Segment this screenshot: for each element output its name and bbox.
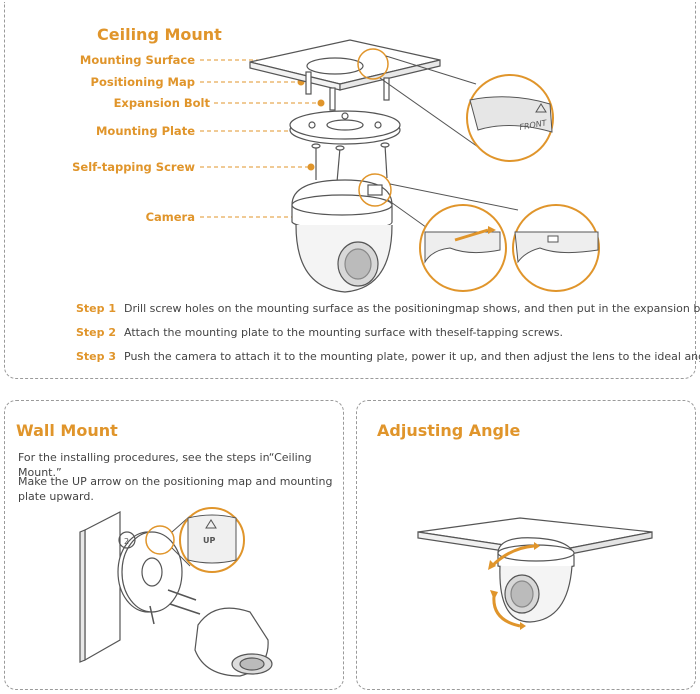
wall-mount-line2: Make the UP arrow on the positioning map… — [18, 475, 333, 503]
ceiling-mount-title: Ceiling Mount — [97, 25, 222, 44]
label-mounting-plate: Mounting Plate — [95, 124, 195, 138]
label-camera: Camera — [145, 210, 195, 224]
wall-mount-title: Wall Mount — [16, 421, 118, 440]
step-1-label: Step 1 — [76, 302, 116, 315]
angle-camera — [497, 537, 575, 623]
map-number: 2 — [124, 537, 129, 546]
step-2-text: Attach the mounting plate to the mountin… — [124, 326, 564, 339]
wall-camera — [194, 607, 273, 677]
step-1: Step 1 Drill screw holes on the mounting … — [76, 302, 700, 315]
camera-attach-zoom — [358, 173, 600, 292]
mounting-plate — [289, 110, 401, 145]
label-positioning-map: Positioning Map — [90, 75, 195, 89]
step-2-label: Step 2 — [76, 326, 116, 339]
step-2: Step 2 Attach the mounting plate to the m… — [76, 326, 563, 339]
wall-slab — [79, 511, 121, 663]
up-zoom-text: UP — [203, 536, 215, 545]
label-expansion-bolt: Expansion Bolt — [113, 96, 210, 110]
label-mounting-surface: Mounting Surface — [79, 53, 195, 67]
step-3: Step 3 Push the camera to attach it to th… — [76, 350, 700, 363]
front-zoom-detail — [357, 48, 554, 162]
up-zoom-detail — [145, 507, 245, 573]
camera-dome — [291, 179, 393, 293]
wall-screws — [149, 589, 201, 625]
adjusting-angle-title: Adjusting Angle — [377, 421, 521, 440]
expansion-bolts — [305, 71, 390, 111]
step-3-label: Step 3 — [76, 350, 116, 363]
step-3-text: Push the camera to attach it to the moun… — [124, 350, 700, 363]
wall-mount-line1: For the installing procedures, see the s… — [18, 451, 312, 479]
step-1-text: Drill screw holes on the mounting surfac… — [124, 302, 700, 315]
rotation-arrowheads — [488, 542, 540, 630]
label-self-tapping-screw: Self-tapping Screw — [72, 160, 195, 174]
screws — [311, 142, 390, 183]
